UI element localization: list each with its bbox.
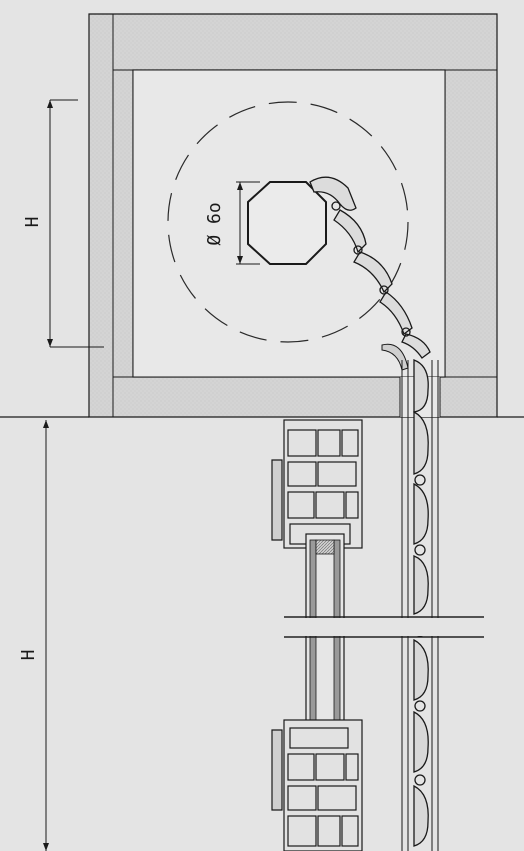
- box-height-dimension: H: [22, 99, 104, 348]
- curtain-vertical-slats: [413, 359, 429, 847]
- axle-diameter-dimension: Ø 6o: [204, 181, 260, 265]
- window-height-label: H: [18, 650, 39, 661]
- curtain-guide-rail: [401, 360, 439, 851]
- box-height-label: H: [22, 217, 43, 228]
- window-height-dimension: H: [18, 420, 49, 851]
- roll-diameter-circle: [167, 101, 409, 343]
- axle-diameter-label: Ø 6o: [204, 202, 225, 245]
- shutter-box: [88, 13, 498, 418]
- window-frame-top: [271, 419, 363, 549]
- window-frame-bottom: [271, 719, 363, 851]
- glazing-unit: [305, 533, 345, 747]
- octagonal-axle: [247, 181, 327, 265]
- curtain-diagonal-slats: [309, 176, 431, 359]
- section-break-lines: [284, 616, 484, 638]
